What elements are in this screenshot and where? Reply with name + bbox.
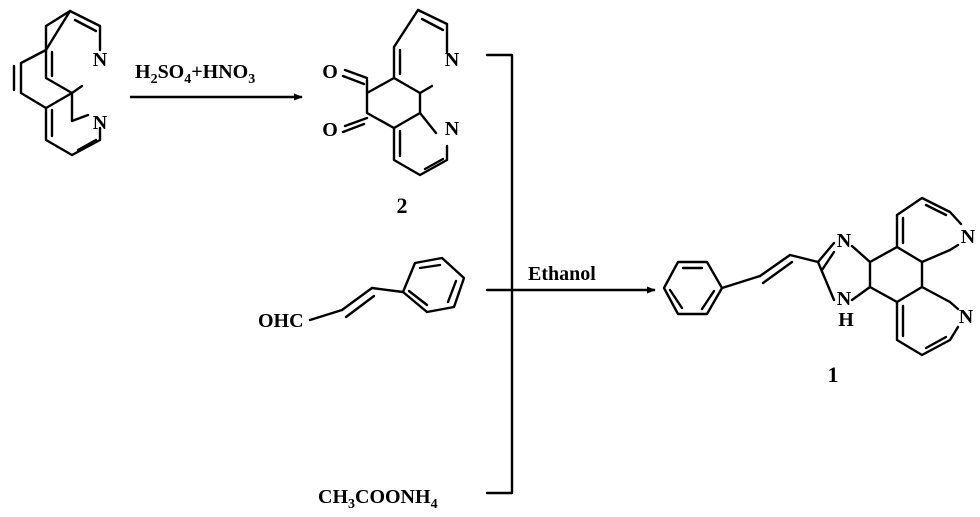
condensation-step: Ethanol xyxy=(485,53,656,495)
product-n1-label: N xyxy=(961,226,976,248)
product-imidazole xyxy=(816,241,872,302)
phendione-structure: O O N N 2 xyxy=(322,8,460,218)
reagent-bracket xyxy=(485,53,514,495)
cinnamaldehyde-structure: OHC xyxy=(258,256,466,332)
phenanthroline-structure: N N xyxy=(12,9,108,157)
oxidation-step: H2SO4+HNO3 xyxy=(130,61,303,101)
oxidation-reagent-label: H2SO4+HNO3 xyxy=(135,61,255,87)
dione-n1-label: N xyxy=(445,49,460,71)
ammonium-acetate-label: CH3COONH4 xyxy=(318,486,438,512)
dione-o1-label: O xyxy=(322,61,338,83)
solvent-label: Ethanol xyxy=(528,263,596,285)
product-lower-pyridine xyxy=(895,285,960,357)
product-upper-pyridine xyxy=(895,196,963,264)
product-imidazole-n-label: N xyxy=(837,230,852,252)
compound-1-label: 1 xyxy=(828,362,839,387)
dione-o2-label: O xyxy=(322,119,338,141)
product-imidazole-h-label: H xyxy=(838,309,854,331)
aldehyde-group-label: OHC xyxy=(258,310,304,332)
phen-n2-label: N xyxy=(93,112,108,134)
product-phenyl xyxy=(662,260,724,316)
product-n2-label: N xyxy=(959,306,974,328)
dione-n2-label: N xyxy=(445,118,460,140)
dione-upper-ring xyxy=(392,8,449,95)
phen-upper-ring xyxy=(44,9,102,95)
product-structure: N N H N N 1 xyxy=(662,196,976,387)
phen-lower-ring xyxy=(44,106,102,157)
product-imidazole-nh-label: N xyxy=(837,288,852,310)
dione-lower-ring xyxy=(392,111,449,177)
phen-n1-label: N xyxy=(93,49,108,71)
dione-central-ring xyxy=(365,76,422,130)
compound-2-label: 2 xyxy=(397,193,408,218)
product-central-ring xyxy=(868,245,924,304)
cinnamaldehyde-phenyl xyxy=(401,256,466,314)
phen-central-ring xyxy=(19,48,74,110)
